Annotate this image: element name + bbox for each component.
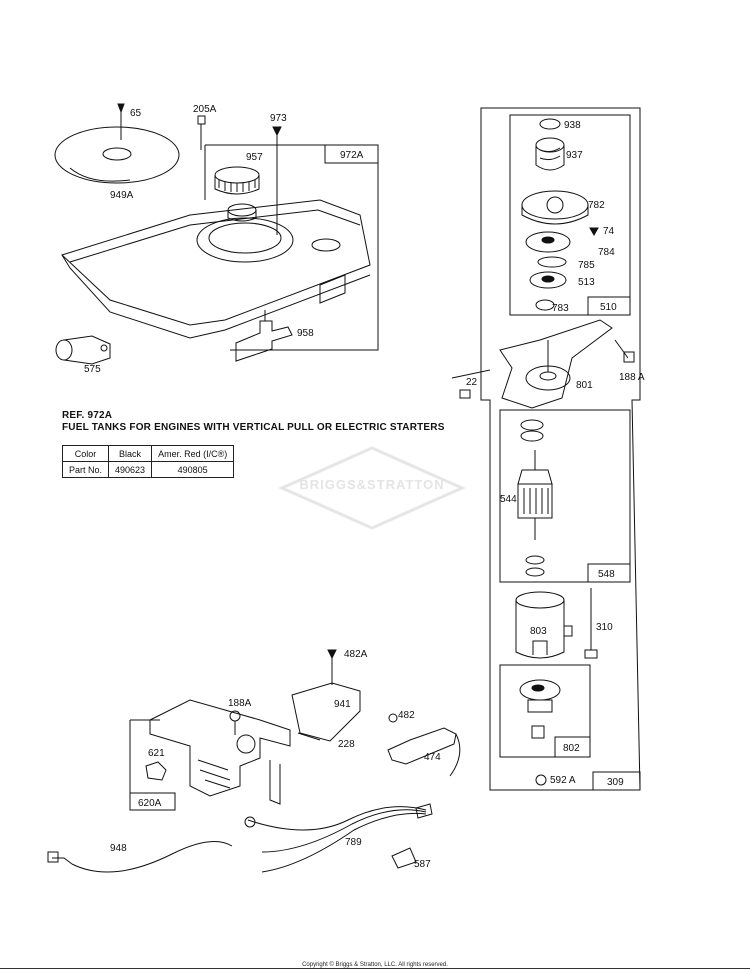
part-785-washer <box>537 256 567 268</box>
label-802: 802 <box>563 743 580 754</box>
part-22-bolt <box>451 369 491 399</box>
label-785: 785 <box>578 260 595 271</box>
part-621-lever <box>145 761 167 781</box>
table-row-label: Part No. <box>61 461 110 478</box>
watermark: BRIGGS&STRATTON <box>272 440 472 536</box>
part-482-screw <box>388 713 398 723</box>
part-washers-bottom <box>525 555 545 577</box>
label-621: 621 <box>148 748 165 759</box>
label-188a-right: 188 A <box>619 372 645 383</box>
label-474: 474 <box>424 752 441 763</box>
part-801-bracket <box>499 319 613 409</box>
part-783-nut <box>535 299 555 311</box>
part-949a-disc <box>54 126 180 184</box>
ref-note: REF. 972A FUEL TANKS FOR ENGINES WITH VE… <box>62 410 445 434</box>
table-cell-black: 490623 <box>108 461 153 478</box>
watermark-logo-shape <box>278 446 466 530</box>
part-587-clip <box>391 847 417 869</box>
part-fuel-tank <box>61 199 371 339</box>
label-188a: 188A <box>228 698 252 709</box>
part-592a-nut <box>535 774 547 786</box>
label-789: 789 <box>345 837 362 848</box>
part-513-gear <box>529 271 567 289</box>
part-784-spring <box>525 231 571 253</box>
part-937-gear <box>535 137 565 171</box>
label-783: 783 <box>552 303 569 314</box>
copyright-text: Copyright © Briggs & Stratton, LLC. All … <box>302 962 448 968</box>
label-575: 575 <box>84 364 101 375</box>
label-309: 309 <box>607 777 624 788</box>
watermark-text: BRIGGS&STRATTON <box>299 477 445 492</box>
label-782: 782 <box>588 200 605 211</box>
footer-divider <box>0 968 750 969</box>
label-228: 228 <box>338 739 355 750</box>
part-973-screw <box>272 126 282 235</box>
label-74: 74 <box>603 226 615 237</box>
part-802-end-cap <box>519 679 561 739</box>
part-205a-bolt <box>197 115 206 150</box>
label-544: 544 <box>500 494 517 505</box>
label-620a: 620A <box>138 798 162 809</box>
box-548 <box>499 409 631 583</box>
label-510: 510 <box>600 302 617 313</box>
part-228-screw <box>297 732 321 741</box>
part-789-harness <box>244 803 433 873</box>
table-header-black: Black <box>108 445 153 462</box>
label-784: 784 <box>598 247 615 258</box>
label-22: 22 <box>466 377 478 388</box>
box-620a <box>129 720 175 811</box>
label-587: 587 <box>414 859 431 870</box>
table-header-red: Amer. Red (I/C®) <box>151 445 235 462</box>
part-188a-screw <box>229 710 241 735</box>
box-802 <box>499 664 591 758</box>
label-973: 973 <box>270 113 287 124</box>
table-row: Part No. 490623 490805 <box>61 461 235 478</box>
label-548: 548 <box>598 569 615 580</box>
part-782-gear <box>521 190 589 225</box>
ref-subtitle: FUEL TANKS FOR ENGINES WITH VERTICAL PUL… <box>62 422 445 433</box>
label-513: 513 <box>578 277 595 288</box>
label-948: 948 <box>110 843 127 854</box>
box-510 <box>509 114 631 316</box>
part-310-bolt <box>584 588 598 659</box>
part-575-connector <box>55 335 111 365</box>
part-938-ring <box>539 118 561 130</box>
box-972a <box>205 144 379 351</box>
part-948-wire <box>47 841 233 873</box>
part-544-armature <box>517 450 553 540</box>
label-803: 803 <box>530 626 547 637</box>
part-941-cover <box>291 682 361 742</box>
label-592a: 592 A <box>550 775 576 786</box>
part-governor-bracket <box>149 699 291 805</box>
label-938: 938 <box>564 120 581 131</box>
label-941: 941 <box>334 699 351 710</box>
label-958: 958 <box>297 328 314 339</box>
label-801: 801 <box>576 380 593 391</box>
label-205a: 205A <box>193 104 217 115</box>
label-482: 482 <box>398 710 415 721</box>
part-958-valve <box>235 310 293 362</box>
part-482a-screw <box>327 649 337 685</box>
label-482a: 482A <box>344 649 368 660</box>
part-74-screw <box>589 227 599 237</box>
ref-title: REF. 972A <box>62 410 113 421</box>
label-65: 65 <box>130 108 142 119</box>
label-937: 937 <box>566 150 583 161</box>
label-949a: 949A <box>110 190 134 201</box>
table-cell-red: 490805 <box>151 461 235 478</box>
label-972a: 972A <box>340 150 364 161</box>
part-957-cap <box>214 166 260 195</box>
part-474-stop-switch <box>387 727 461 777</box>
label-957: 957 <box>246 152 263 163</box>
table-header-row: Color Black Amer. Red (I/C®) <box>61 445 235 462</box>
part-65-screw <box>117 103 125 140</box>
label-310: 310 <box>596 622 613 633</box>
part-washers-top <box>520 419 544 442</box>
part-188a-bolt-right <box>614 339 635 363</box>
part-803-housing <box>515 591 573 659</box>
color-part-table: Color Black Amer. Red (I/C®) Part No. 49… <box>61 445 235 478</box>
table-header-color: Color <box>61 445 110 462</box>
